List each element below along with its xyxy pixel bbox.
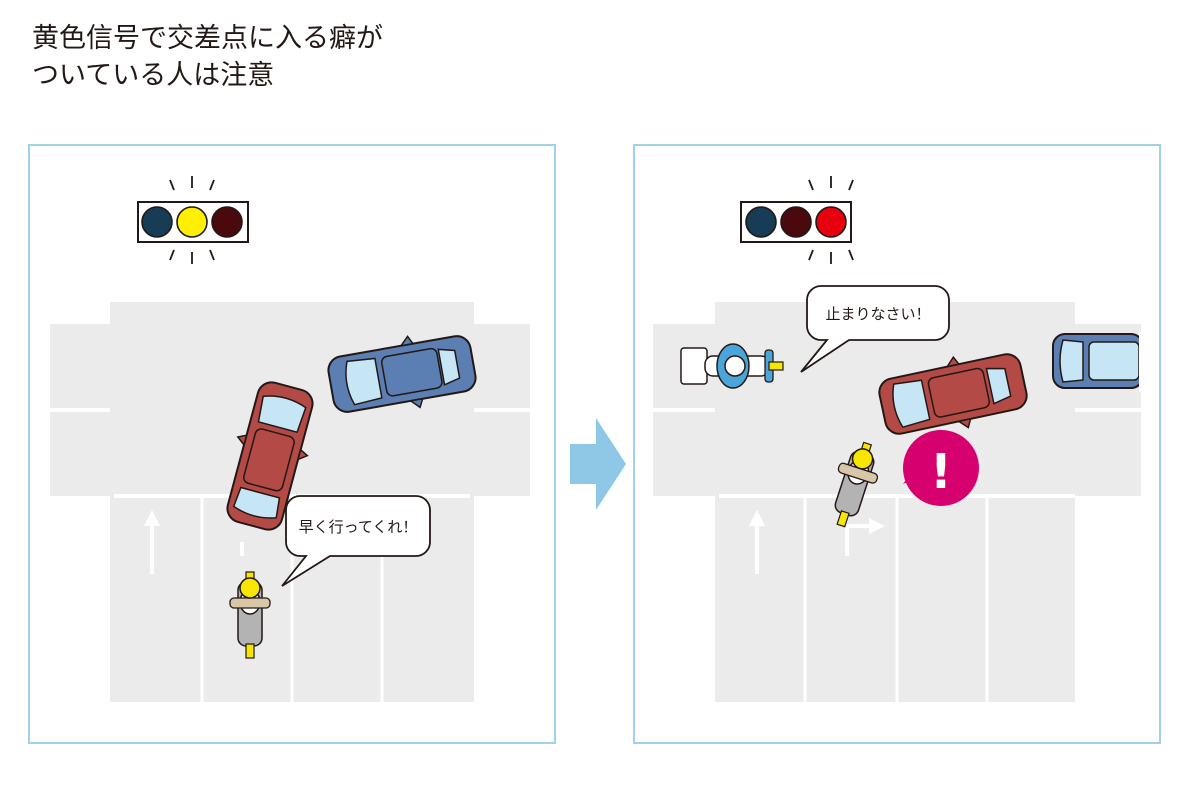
- title-line-2: ついている人は注意: [32, 60, 275, 91]
- lane-straight-arrow-icon: [144, 510, 160, 574]
- intersection-scene-red: ! 止まりなさい！: [653, 176, 1145, 702]
- motorcycle-rider: [834, 441, 879, 528]
- speech-bubble: 止まりなさい！: [800, 285, 950, 373]
- traffic-signal-yellow: [137, 176, 249, 264]
- light-glow-icon: [808, 176, 854, 264]
- signal-lamp-blue: [141, 206, 173, 238]
- title-line-1: 黄色信号で交差点に入る癖が: [32, 23, 383, 54]
- scene-panel-before: 早く行ってくれ！: [28, 144, 556, 744]
- blue-car: [1052, 332, 1145, 392]
- signal-lamp-yellow: [780, 206, 812, 238]
- alert-bubble: !: [903, 430, 979, 506]
- police-motorcycle: [680, 343, 784, 389]
- red-car: [226, 381, 314, 531]
- intersection-scene-yellow: 早く行ってくれ！: [50, 176, 530, 702]
- lane-straight-right-arrow-icon: [845, 518, 885, 556]
- page-title: 黄色信号で交差点に入る癖が ついている人は注意: [32, 20, 383, 94]
- red-car: [878, 353, 1028, 435]
- lane-straight-arrow-icon: [749, 510, 765, 574]
- light-glow-icon: [169, 176, 215, 264]
- motorcycle-rider: [229, 571, 271, 659]
- signal-lamp-red: [211, 206, 243, 238]
- signal-lamp-yellow: [176, 206, 208, 238]
- signal-lamp-red: [815, 206, 847, 238]
- exclamation-icon: !: [930, 444, 952, 500]
- speech-text: 止まりなさい！: [825, 305, 930, 323]
- scene-panel-after: ! 止まりなさい！: [633, 144, 1161, 744]
- speech-text: 早く行ってくれ！: [299, 518, 418, 536]
- right-arrow-icon: [570, 418, 626, 510]
- signal-lamp-blue: [745, 206, 777, 238]
- blue-car: [327, 335, 477, 413]
- traffic-signal-red: [740, 176, 854, 264]
- speech-bubble: 早く行ってくれ！: [281, 495, 431, 587]
